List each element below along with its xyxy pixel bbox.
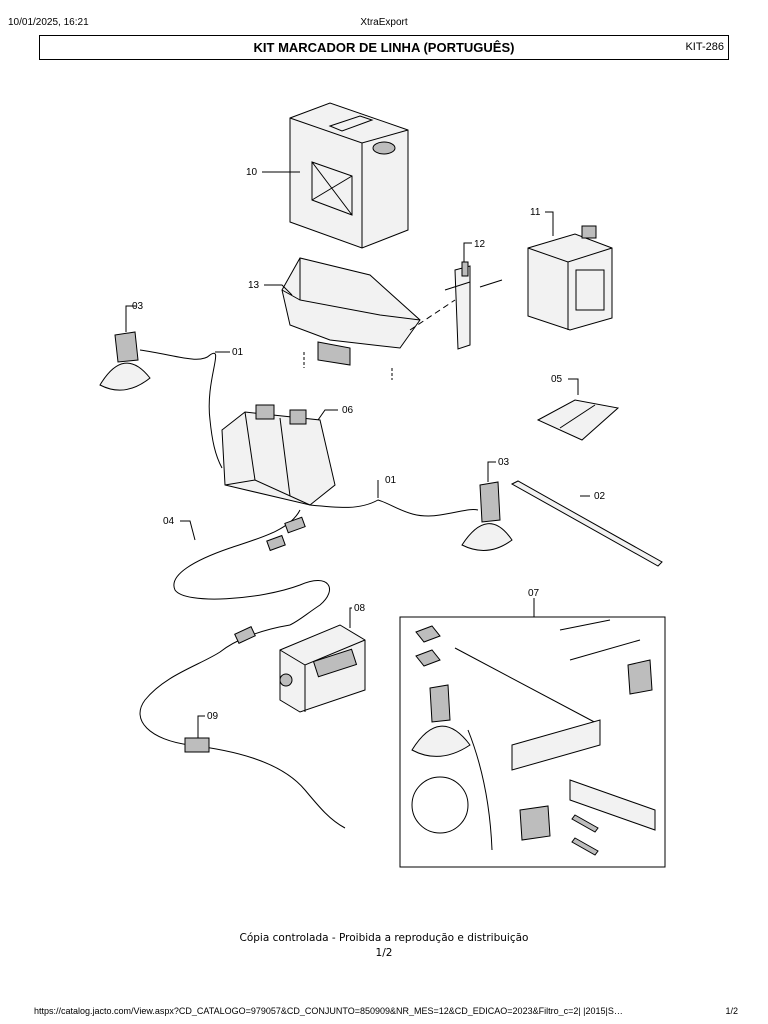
callout-11: 11	[530, 207, 541, 218]
app-name: XtraExport	[360, 17, 408, 28]
page-number: 1/2	[375, 947, 393, 959]
print-page-count: 1/2	[725, 1006, 738, 1016]
cable-04-harness	[173, 509, 330, 626]
callout-04: 04	[163, 516, 175, 527]
page-title: KIT MARCADOR DE LINHA (PORTUGUÊS)	[253, 40, 515, 55]
footer-note: Cópia controlada - Proibida a reprodução…	[0, 931, 768, 961]
part-07-detail-box	[399, 616, 666, 868]
callout-07: 07	[528, 588, 540, 599]
print-url: https://catalog.jacto.com/View.aspx?CD_C…	[34, 1006, 623, 1016]
kit-code: KIT-286	[685, 41, 724, 53]
copy-notice: Cópia controlada - Proibida a reprodução…	[239, 932, 529, 944]
callout-05: 05	[551, 374, 563, 385]
part-12-bracket	[444, 261, 503, 350]
callout-02: 02	[594, 491, 606, 502]
part-13-tray	[281, 257, 421, 380]
part-08-control-box	[279, 624, 366, 713]
callout-09: 09	[207, 711, 219, 722]
title-box: KIT MARCADOR DE LINHA (PORTUGUÊS) KIT-28…	[39, 35, 729, 60]
exploded-parts-diagram: 10 11 12 13 03 01 06	[99, 102, 666, 868]
cable-09	[139, 624, 346, 829]
part-02-rod	[510, 480, 663, 567]
part-11-bottle	[527, 225, 613, 331]
callout-08: 08	[354, 603, 366, 614]
part-05-manual	[536, 399, 620, 441]
cable-01-right	[309, 499, 479, 517]
callout-13: 13	[248, 280, 260, 291]
callout-10: 10	[246, 167, 258, 178]
print-datetime: 10/01/2025, 16:21	[8, 17, 89, 28]
part-03-lamp-left	[99, 331, 151, 391]
callout-06: 06	[342, 405, 354, 416]
part-03-lamp-right	[461, 481, 513, 551]
callout-01-left: 01	[232, 347, 244, 358]
callout-01-right: 01	[385, 475, 397, 486]
cable-01-left	[139, 349, 223, 469]
part-10-jerrycan	[289, 102, 409, 249]
part-06-housing	[221, 404, 336, 506]
callout-03-right: 03	[498, 457, 510, 468]
callout-03-left: 03	[132, 301, 144, 312]
callout-12: 12	[474, 239, 486, 250]
